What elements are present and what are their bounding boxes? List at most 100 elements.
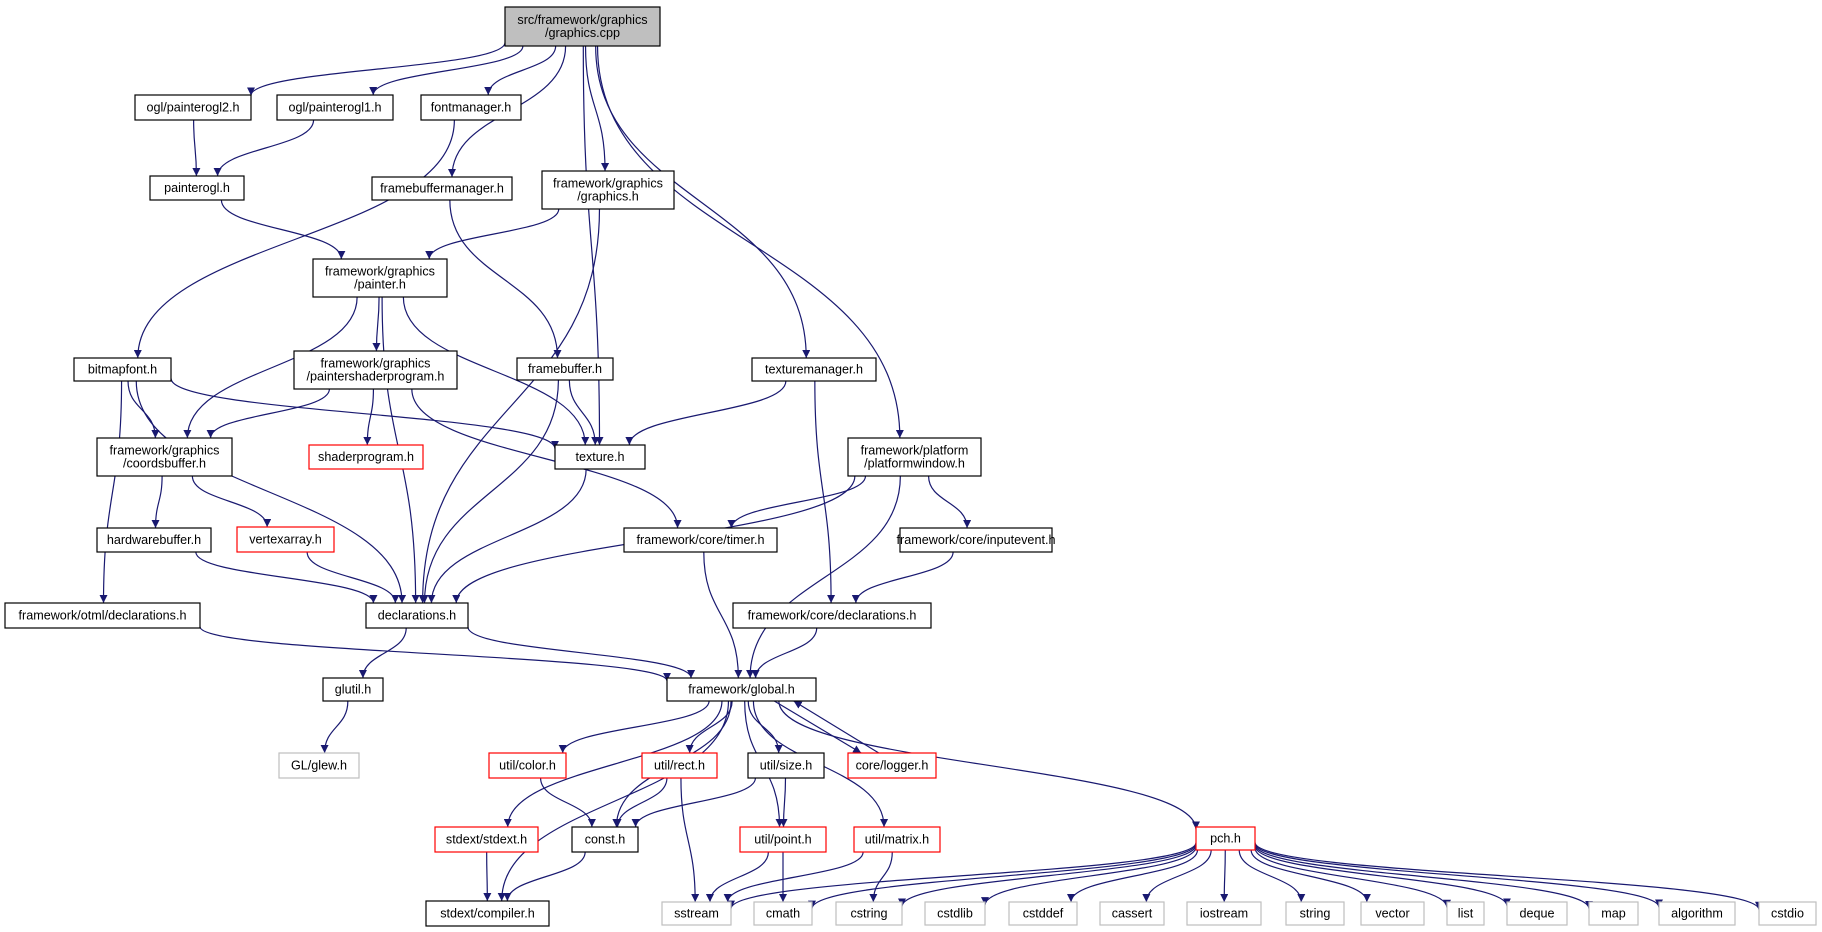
- node-box: [666, 677, 817, 702]
- edge-bitmapfont_h-to-texture_h: [170, 378, 559, 449]
- dependency-edge: [751, 627, 818, 679]
- node-core-declarations-h[interactable]: framework/core/declarations.h: [732, 602, 932, 629]
- node-util-color-h[interactable]: util/color.h: [488, 752, 567, 779]
- edge-pch_h-to-cstdlib: [981, 846, 1197, 906]
- node-fontmanager-h[interactable]: fontmanager.h: [420, 94, 522, 121]
- dependency-edge: [680, 777, 700, 903]
- edge-pch_h-to-map: [1254, 844, 1593, 909]
- edge-graphics_cpp-to-platformwindow_h: [596, 45, 904, 439]
- node-hardwarebuffer-h[interactable]: hardwarebuffer.h: [96, 527, 212, 553]
- node-bitmapfont-h[interactable]: bitmapfont.h: [73, 357, 172, 382]
- node-label: /coordsbuffer.h: [123, 457, 206, 471]
- node-gl-glew-h[interactable]: GL/glew.h: [278, 752, 360, 779]
- node-framebuffermanager-h[interactable]: framebuffermanager.h: [371, 176, 513, 201]
- node-label: list: [1458, 907, 1474, 921]
- node-box: [1758, 901, 1817, 926]
- node-painterogl2-h[interactable]: ogl/painterogl2.h: [134, 94, 252, 121]
- node-util-rect-h[interactable]: util/rect.h: [641, 752, 718, 779]
- node-iostream[interactable]: iostream: [1186, 901, 1262, 926]
- node-util-point-h[interactable]: util/point.h: [739, 826, 827, 853]
- node-painter-h[interactable]: framework/graphics/painter.h: [312, 258, 448, 298]
- node-cstring[interactable]: cstring: [835, 901, 903, 926]
- node-texture-h[interactable]: texture.h: [554, 444, 646, 470]
- dependency-edge: [151, 475, 163, 529]
- node-painterogl1-h[interactable]: ogl/painterogl1.h: [276, 94, 394, 121]
- node-platformwindow-h[interactable]: framework/platform/platformwindow.h: [847, 437, 982, 477]
- dependency-edge: [703, 551, 743, 679]
- dependency-edge: [851, 551, 954, 604]
- node-declarations-h[interactable]: declarations.h: [365, 602, 469, 629]
- node-cmath[interactable]: cmath: [753, 901, 813, 926]
- node-sstream[interactable]: sstream: [661, 901, 732, 926]
- node-cassert[interactable]: cassert: [1099, 901, 1165, 926]
- node-coordsbuffer-h[interactable]: framework/graphics/coordsbuffer.h: [96, 437, 233, 477]
- edge-stdext_stdext_h-to-stdext_compiler_h: [483, 851, 492, 902]
- node-list[interactable]: list: [1446, 901, 1485, 926]
- node-box: [751, 357, 877, 382]
- node-core-logger-h[interactable]: core/logger.h: [847, 752, 937, 779]
- dependency-edge: [247, 42, 506, 96]
- dependency-edge: [420, 379, 559, 604]
- dependency-edge: [320, 700, 349, 754]
- node-glutil-h[interactable]: glutil.h: [322, 677, 384, 702]
- node-painterogl-h[interactable]: painterogl.h: [149, 175, 245, 201]
- node-graphics-h[interactable]: framework/graphics/graphics.h: [541, 170, 675, 210]
- node-label: bitmapfont.h: [88, 363, 157, 377]
- edge-texture_h-to-declarations_h: [427, 468, 587, 604]
- node-string[interactable]: string: [1285, 901, 1345, 926]
- edge-platformwindow_h-to-core_timer_h: [727, 475, 867, 529]
- node-cstdio[interactable]: cstdio: [1758, 901, 1817, 926]
- edge-painterogl2_h-to-painterogl_h: [192, 119, 201, 177]
- node-core-inputevent-h[interactable]: framework/core/inputevent.h: [897, 527, 1056, 553]
- node-deque[interactable]: deque: [1506, 901, 1568, 926]
- node-shaderprogram-h[interactable]: shaderprogram.h: [308, 444, 424, 470]
- node-vector[interactable]: vector: [1360, 901, 1425, 926]
- edge-global_h-to-stdext_compiler_h: [497, 700, 730, 902]
- node-label: framework/otml/declarations.h: [19, 609, 187, 623]
- node-stdext-compiler-h[interactable]: stdext/compiler.h: [425, 900, 550, 927]
- dependency-edge: [99, 380, 123, 604]
- node-global-h[interactable]: framework/global.h: [666, 677, 817, 702]
- node-label: cassert: [1112, 907, 1153, 921]
- node-label: stdext/compiler.h: [440, 907, 535, 921]
- node-otml-declarations-h[interactable]: framework/otml/declarations.h: [4, 602, 201, 629]
- dependency-edge: [727, 842, 1197, 909]
- edge-util_size_h-to-const_h: [631, 777, 757, 828]
- node-texturemanager-h[interactable]: texturemanager.h: [751, 357, 877, 382]
- edge-graphics_cpp-to-graphics_h: [584, 45, 610, 172]
- node-label: framework/core/declarations.h: [748, 609, 917, 623]
- dependency-edge: [814, 380, 836, 604]
- node-map[interactable]: map: [1588, 901, 1639, 926]
- node-framebuffer-h[interactable]: framebuffer.h: [516, 357, 614, 381]
- node-graphics-cpp[interactable]: src/framework/graphics/graphics.cpp: [504, 6, 661, 47]
- node-util-size-h[interactable]: util/size.h: [747, 752, 825, 779]
- node-algorithm[interactable]: algorithm: [1658, 901, 1736, 926]
- node-const-h[interactable]: const.h: [571, 826, 639, 853]
- node-pch-h[interactable]: pch.h: [1195, 826, 1256, 851]
- node-cstdlib[interactable]: cstdlib: [924, 901, 986, 926]
- node-label: fontmanager.h: [431, 101, 512, 115]
- dependency-edge: [808, 843, 1197, 909]
- dependency-edge: [402, 296, 590, 446]
- dependency-edge: [869, 851, 893, 903]
- node-cstddef[interactable]: cstddef: [1008, 901, 1078, 926]
- node-box: [571, 826, 639, 853]
- node-vertexarray-h[interactable]: vertexarray.h: [236, 526, 335, 553]
- node-box: [425, 900, 550, 927]
- node-box: [365, 602, 469, 629]
- node-box: [308, 444, 424, 470]
- node-box: [899, 527, 1053, 553]
- node-core-timer-h[interactable]: framework/core/timer.h: [623, 527, 778, 553]
- edge-texturemanager_h-to-core_declarations_h: [814, 380, 836, 604]
- dependency-edge: [220, 199, 346, 260]
- node-stdext-stdext-h[interactable]: stdext/stdext.h: [434, 826, 539, 853]
- node-paintershaderprogram-h[interactable]: framework/graphics/paintershaderprogram.…: [293, 350, 458, 390]
- node-box: [623, 527, 778, 553]
- node-label: GL/glew.h: [291, 759, 347, 773]
- node-util-matrix-h[interactable]: util/matrix.h: [853, 826, 941, 853]
- edge-painterogl1_h-to-painterogl_h: [213, 119, 315, 177]
- dependency-edge: [183, 296, 358, 439]
- dependency-edge: [483, 851, 492, 902]
- node-label: cstring: [850, 907, 887, 921]
- node-box: [661, 901, 732, 926]
